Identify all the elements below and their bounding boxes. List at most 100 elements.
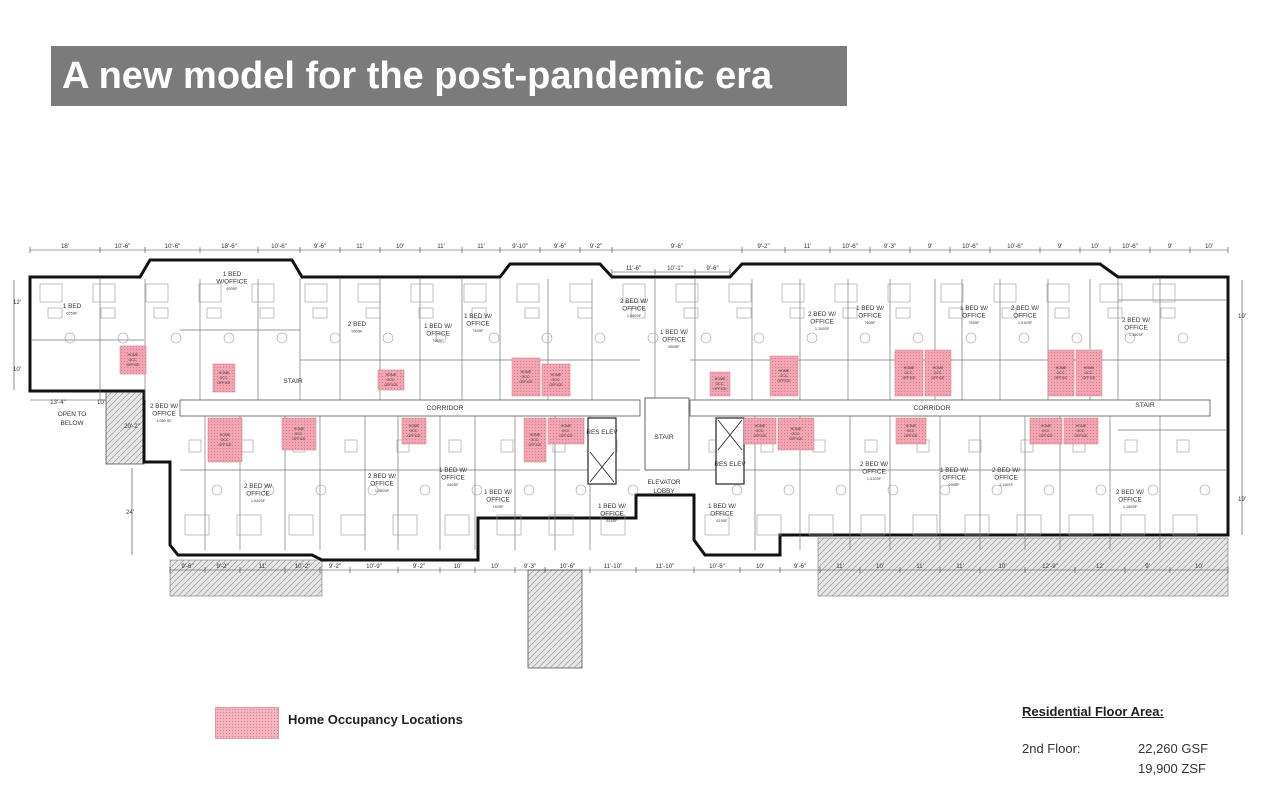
unit-label-4-line: 1 BED W/ [464,313,492,320]
left-dimension: 12' [13,299,21,306]
open-to-below-label-line: OPEN TO [58,411,87,418]
home-office-label: OFFICE [519,380,533,384]
unit-label-6: 1 BED W/OFFICE [660,329,688,344]
terrace-hatch-bottom-left [169,559,323,597]
unit-label-19-line: 2 BED W/ [860,461,888,468]
unit-label-4-line: OFFICE [466,321,489,328]
unit-area-20: 695SF [948,483,960,487]
top-dimension: 11' [437,243,445,250]
elevator-lobby-label-line: ELEVATOR [647,479,680,486]
unit-label-14-line: OFFICE [370,481,393,488]
top-dimension: 10' [1091,243,1099,250]
bottom-dimension: 10' [1195,563,1203,570]
unit-area-10: 1,010SF [1018,321,1033,325]
elevator-lobby-label-line: LOBBY [653,488,675,495]
unit-label-13: 2 BED W/OFFICE [244,483,272,498]
home-office-label: OCC. [562,429,571,433]
top-dimension: 10' [396,243,404,250]
bottom-dimension: 10'-6" [560,563,576,570]
left-dimension: 10' [13,366,21,373]
bottom-dimension: 10' [756,563,764,570]
unit-label-16-line: OFFICE [486,497,509,504]
top-dimension: 10'-6" [115,243,131,250]
home-office-label: HOME [1076,424,1087,428]
home-office-label: OFFICE [1039,434,1053,438]
top-dimension: 9'-2" [757,243,769,250]
unit-label-22-line: 2 BED W/ [1116,489,1144,496]
home-office-label: OCC. [792,432,801,436]
unit-area-8: 760SF [864,321,876,325]
bottom-dimension: 11' [916,563,924,570]
unit-label-6-line: 1 BED W/ [660,329,688,336]
unit-label-3: 1 BED W/OFFICE [424,323,452,338]
top-dimension: 9'-3" [884,243,896,250]
unit-label-7: 2 BED W/OFFICE [808,311,836,326]
home-office-label: HOME [530,433,541,437]
bottom-dimension: 10'-2" [295,563,311,570]
elevator-right [715,417,745,485]
home-office-label: OFFICE [753,434,767,438]
bottom-dimension: 11' [259,563,267,570]
bottom-dimension: 9'-2" [216,563,228,570]
unit-label-14: 2 BED W/OFFICE [368,473,396,488]
home-office-label: OCC. [1057,371,1066,375]
bottom-dimension: 11' [956,563,964,570]
unit-area-14: 1,060SF [375,489,390,493]
unit-label-22: 2 BED W/OFFICE [1116,489,1144,504]
unit-area-5: 1,060SF [627,314,642,318]
unit-label-12-line: 2 BED W/ [150,403,178,410]
unit-area-4: 740SF [472,329,484,333]
home-office-label: OFFICE [1074,434,1088,438]
unit-label-14-line: 2 BED W/ [368,473,396,480]
unit-label-2-line: 2 BED [348,321,367,328]
right-dimension: 19' [1238,313,1246,320]
unit-area-0: 625SF [66,312,78,316]
unit-label-1-line: W/OFFICE [216,279,247,286]
unit-label-10-line: 2 BED W/ [1011,305,1039,312]
home-office-label: OFFICE [713,387,727,391]
top-dimension: 9' [1058,243,1063,250]
unit-label-20-line: 1 BED W/ [940,467,968,474]
home-office-label: HOME [521,370,532,374]
unit-label-7-line: OFFICE [810,319,833,326]
corridor-label-right: CORRIDOR [913,405,950,412]
bottom-dimension: 9'-2" [413,563,425,570]
unit-label-13-line: 2 BED W/ [244,483,272,490]
unit-label-17-line: 1 BED W/ [598,503,626,510]
home-office-label: OCC. [129,358,138,362]
bottom-dimension: 10' [876,563,884,570]
unit-area-17: 615SF [606,519,618,523]
corridor-right [689,399,1211,417]
home-office-label: HOME [294,427,305,431]
stair-label-right: STAIR [1135,402,1155,409]
unit-label-5-line: 2 BED W/ [620,298,648,305]
top-dimension: 10'-6" [1007,243,1023,250]
floor-area-zsf: 19,900 ZSF [1138,761,1206,776]
home-office-label: OFFICE [1082,376,1096,380]
unit-label-0-line: 1 BED [63,303,82,310]
home-office-label: HOME [551,373,562,377]
unit-label-13-line: OFFICE [246,491,269,498]
bottom-dimension: 9'-2" [329,563,341,570]
home-office-label: HOME [1056,366,1067,370]
unit-label-21: 2 BED W/OFFICE [992,467,1020,482]
home-office-label: OCC. [934,371,943,375]
unit-label-16-line: 1 BED W/ [484,489,512,496]
home-office-label: HOME [933,366,944,370]
unit-area-11: 1,150SF [1129,333,1144,337]
home-office-label: HOME [755,424,766,428]
page-title: A new model for the post-pandemic era [51,46,847,106]
home-office-label: OCC. [522,375,531,379]
home-office-label: OFFICE [528,443,542,447]
top-dimension: 10'-6" [962,243,978,250]
home-office-label: HOME [1084,366,1095,370]
unit-label-12: 2 BED W/OFFICE [150,403,178,418]
